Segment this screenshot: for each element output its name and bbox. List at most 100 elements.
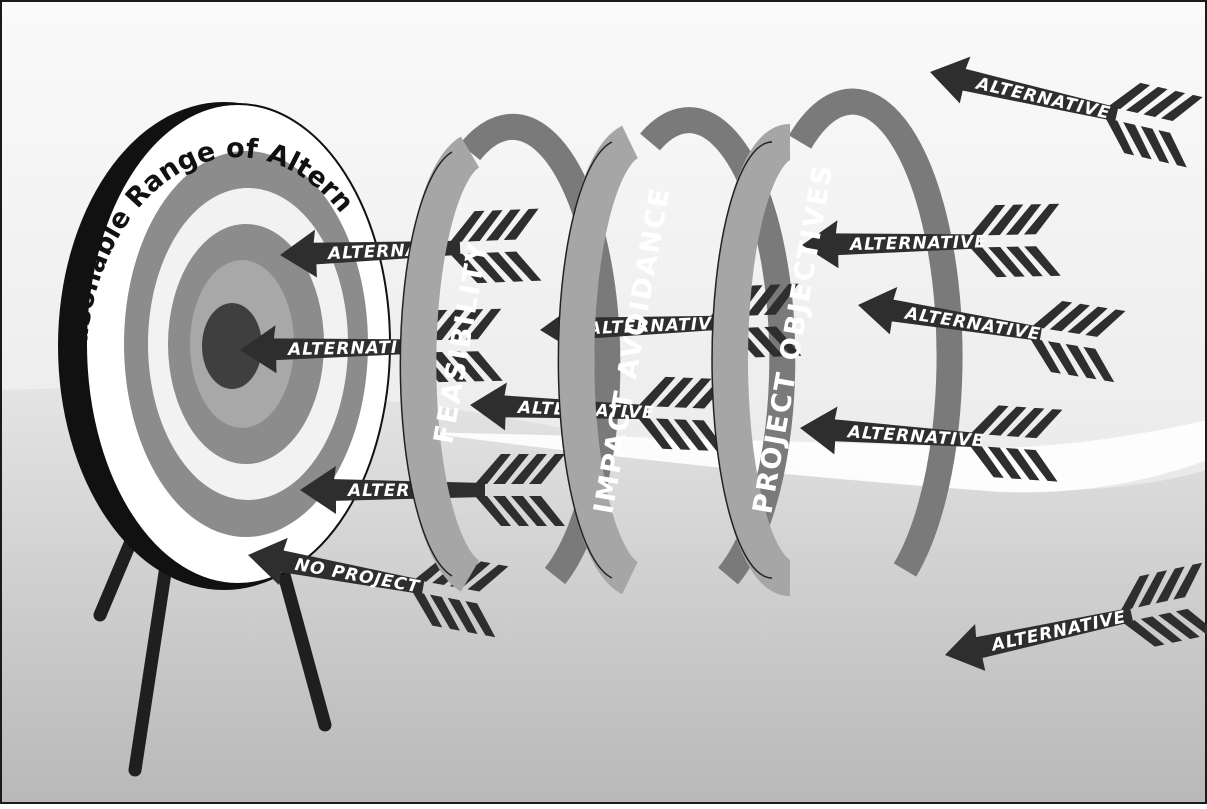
arrow-shaft xyxy=(829,419,981,448)
arrow-fletching xyxy=(1085,309,1126,337)
arrow-fletching xyxy=(1140,616,1183,643)
arrow-fletching xyxy=(969,445,1004,478)
arrow-2: ALTERNATIVE xyxy=(802,203,1061,278)
arrow-fletching xyxy=(449,210,485,243)
arrow-fletching xyxy=(746,327,784,357)
arrow-fletching xyxy=(1006,407,1045,437)
arrow-head xyxy=(802,220,839,269)
arrow-6: ALTERNATI xyxy=(240,308,503,383)
arrow-4: ALTERNATIVE xyxy=(800,405,1063,482)
arrow-head xyxy=(800,406,838,455)
arrow-fletching xyxy=(1123,122,1152,160)
arrow-fletching xyxy=(1155,566,1185,604)
arrow-fletching xyxy=(511,454,547,484)
arrow-fletching xyxy=(1023,203,1060,235)
arrow-shaft xyxy=(269,338,423,361)
archery-target: Reasonable Range of Alternatives xyxy=(0,0,391,590)
arrow-fletching xyxy=(475,454,511,484)
arrow-fletching xyxy=(1005,204,1042,235)
arrow-fletching xyxy=(486,252,524,282)
arrow-label: ALTERNATI xyxy=(286,338,399,360)
arrow-label: ALTERNA xyxy=(326,240,421,264)
arrow-fletching xyxy=(1173,562,1203,600)
arrow-fletching xyxy=(429,594,460,631)
arrow-head xyxy=(470,382,507,431)
arrow-fletching xyxy=(987,204,1024,236)
arrow-fletching xyxy=(969,204,1006,236)
arrow-fletching xyxy=(1049,303,1090,332)
arrow-head xyxy=(248,537,288,586)
arrow-10: ALTER xyxy=(300,454,565,526)
arrow-fletching xyxy=(987,446,1022,480)
arrow-fletching xyxy=(1120,574,1150,612)
arrow-fletching xyxy=(493,496,529,526)
arrow-fletching xyxy=(1065,344,1097,380)
arrow-fletching xyxy=(1158,130,1187,168)
arrow-fletching xyxy=(1006,246,1043,277)
arrow-fletching xyxy=(970,247,1007,278)
arrow-fletching xyxy=(467,210,503,242)
arrow-fletching xyxy=(529,496,565,526)
arrow-fletching xyxy=(1024,409,1063,439)
arrow-fletching xyxy=(412,591,443,628)
arrow-fletching xyxy=(970,405,1009,435)
arrow-fletching xyxy=(467,564,509,592)
arrow-fletching xyxy=(1138,570,1167,608)
arrow-shaft xyxy=(569,315,721,340)
arrow-shaft xyxy=(956,67,1119,122)
arrow-fletching xyxy=(1047,341,1079,377)
arrow-fletching xyxy=(468,252,506,283)
target-bullseye xyxy=(202,303,262,389)
arrow-fletching xyxy=(1143,90,1186,118)
arrow-shaft xyxy=(831,233,981,256)
arrow-shaft xyxy=(275,549,425,595)
arrow-fletching xyxy=(1105,118,1135,156)
arrow-fletching xyxy=(1005,448,1040,481)
arrow-fletching xyxy=(466,351,503,381)
arrow-fletching xyxy=(1030,338,1061,374)
arrow-fletching xyxy=(430,351,467,382)
arrow-fletching xyxy=(1123,620,1165,647)
arrow-head xyxy=(945,623,986,671)
arrow-fletching xyxy=(485,209,521,241)
arrow-label: ALTER xyxy=(346,481,410,501)
arrow-fletching xyxy=(1158,612,1200,639)
arrow-fletching xyxy=(988,406,1027,436)
arrow-shaft xyxy=(972,607,1134,660)
arrow-fletching xyxy=(638,376,676,407)
arrow-fletching xyxy=(674,378,712,408)
arrow-fletching xyxy=(529,454,565,484)
arrow-head xyxy=(930,56,971,104)
arrow-fletching xyxy=(429,309,466,341)
arrow-fletching xyxy=(465,308,502,340)
arrow-fletching xyxy=(1067,306,1108,335)
arrow-fletching xyxy=(1023,449,1058,482)
arrow-fletching xyxy=(637,417,673,450)
arrow-fletching xyxy=(493,454,529,484)
arrow-fletching xyxy=(1160,94,1203,122)
arrow-head xyxy=(300,466,336,514)
arrow-fletching xyxy=(503,208,539,241)
arrow-fletching xyxy=(763,283,799,316)
arrow-fletching xyxy=(1083,346,1115,383)
arrow-head xyxy=(240,325,277,374)
arrow-fletching xyxy=(465,601,496,638)
arrow-fletching xyxy=(511,496,547,526)
arrow-fletching xyxy=(450,253,488,284)
arrow-fletching xyxy=(475,496,511,526)
arrow-fletching xyxy=(673,419,709,451)
arrow-fletching xyxy=(745,284,781,316)
arrow-fletching xyxy=(655,418,691,450)
arrow-shaft xyxy=(885,298,1042,341)
arrow-fletching xyxy=(1108,82,1151,110)
arrow-fletching xyxy=(988,247,1025,277)
arrow-fletching xyxy=(1031,300,1073,329)
arrow-fletching xyxy=(1125,86,1168,114)
arrow-head xyxy=(280,229,317,278)
arrow-fletching xyxy=(1024,246,1061,276)
arrow-head xyxy=(858,286,898,335)
arrow-label: ALTERNATIVE xyxy=(848,232,987,255)
